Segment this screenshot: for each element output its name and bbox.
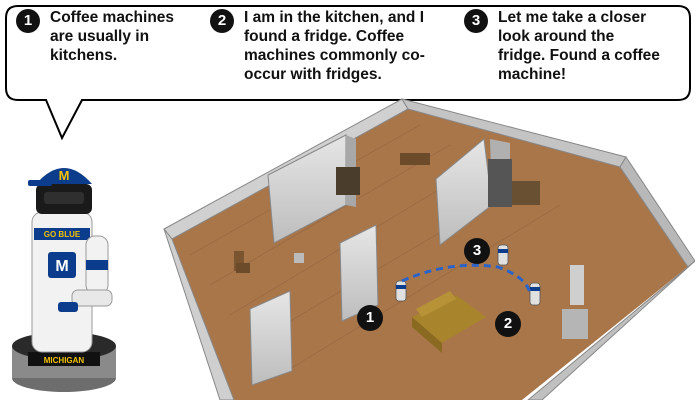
path-marker-3: 3 — [464, 238, 490, 264]
step-3-number: 3 — [464, 9, 488, 33]
robot-base-label: MICHIGAN — [44, 356, 85, 365]
robot-cap-letter: M — [59, 168, 70, 183]
step-1-number: 1 — [16, 9, 40, 33]
robot-emblem: M — [55, 258, 68, 275]
sofa — [412, 291, 486, 353]
step-1-text: Coffee machines are usually in kitchens. — [50, 9, 175, 64]
path-marker-2: 2 — [495, 311, 521, 337]
speech-bubble — [5, 5, 691, 141]
step-2-number: 2 — [210, 9, 234, 33]
step-2-text: I am in the kitchen, and I found a fridg… — [244, 9, 425, 83]
step-3-text: Let me take a closer look around the fri… — [498, 9, 660, 83]
robot-shirt-label: GO BLUE — [44, 230, 81, 239]
apartment-scene — [163, 98, 695, 400]
robot-illustration: MICHIGAN GO BLUE M M — [12, 168, 116, 392]
path-marker-1: 1 — [357, 305, 383, 331]
